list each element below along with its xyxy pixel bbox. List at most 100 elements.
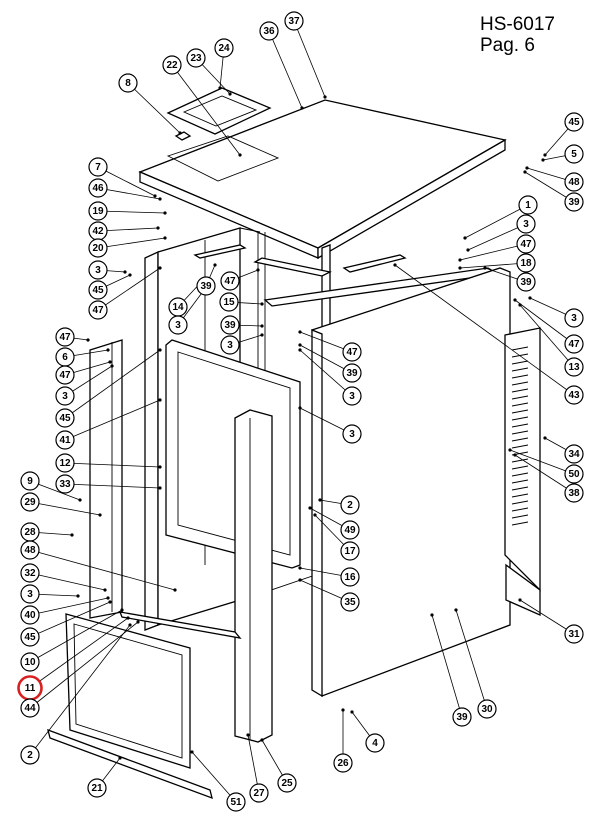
callout-circle — [564, 112, 584, 132]
callout-circle — [340, 520, 360, 540]
callout-9[interactable]: 9 — [20, 471, 40, 491]
callout-32[interactable]: 32 — [20, 563, 40, 583]
callout-number: 42 — [92, 226, 104, 237]
callout-10[interactable]: 10 — [20, 652, 40, 672]
callout-circle — [168, 315, 188, 335]
callout-47[interactable]: 47 — [55, 365, 75, 385]
callout-13[interactable]: 13 — [564, 357, 584, 377]
callout-31[interactable]: 31 — [564, 624, 584, 644]
hinge-strip — [89, 339, 123, 619]
callout-42[interactable]: 42 — [88, 221, 108, 241]
callout-4[interactable]: 4 — [365, 733, 385, 753]
callout-47[interactable]: 47 — [516, 234, 536, 254]
callout-3[interactable]: 3 — [168, 315, 188, 335]
callout-47[interactable]: 47 — [55, 327, 75, 347]
callout-7[interactable]: 7 — [88, 157, 108, 177]
callout-circle — [21, 679, 39, 697]
top-lid — [138, 99, 507, 260]
callout-26[interactable]: 26 — [333, 753, 353, 773]
callout-41[interactable]: 41 — [55, 430, 75, 450]
callout-24[interactable]: 24 — [214, 38, 234, 58]
callout-47[interactable]: 47 — [220, 271, 240, 291]
callout-45[interactable]: 45 — [55, 408, 75, 428]
callout-3[interactable]: 3 — [516, 214, 536, 234]
callout-20[interactable]: 20 — [88, 238, 108, 258]
callout-49[interactable]: 49 — [340, 520, 360, 540]
callout-39[interactable]: 39 — [452, 707, 472, 727]
callout-12[interactable]: 12 — [55, 453, 75, 473]
callout-29[interactable]: 29 — [20, 492, 40, 512]
callout-50[interactable]: 50 — [564, 464, 584, 484]
callout-48[interactable]: 48 — [564, 172, 584, 192]
callout-51[interactable]: 51 — [226, 792, 246, 812]
callout-45[interactable]: 45 — [20, 627, 40, 647]
callout-39[interactable]: 39 — [220, 315, 240, 335]
callout-circle — [20, 605, 40, 625]
callout-15[interactable]: 15 — [219, 292, 239, 312]
callout-45[interactable]: 45 — [88, 280, 108, 300]
callout-47[interactable]: 47 — [342, 342, 362, 362]
callout-22[interactable]: 22 — [162, 55, 182, 75]
callout-45[interactable]: 45 — [564, 112, 584, 132]
vent-slot — [511, 472, 529, 477]
callout-circle — [564, 144, 584, 164]
callout-40[interactable]: 40 — [20, 605, 40, 625]
callout-46[interactable]: 46 — [88, 178, 108, 198]
callout-33[interactable]: 33 — [55, 474, 75, 494]
callout-19[interactable]: 19 — [88, 201, 108, 221]
callout-39[interactable]: 39 — [342, 363, 362, 383]
vent-slot — [511, 346, 529, 351]
callout-16[interactable]: 16 — [340, 567, 360, 587]
callout-28[interactable]: 28 — [20, 522, 40, 542]
vent-slot — [511, 416, 529, 421]
callout-30[interactable]: 30 — [477, 699, 497, 719]
callout-25[interactable]: 25 — [277, 773, 297, 793]
callout-37[interactable]: 37 — [284, 11, 304, 31]
callout-3[interactable]: 3 — [88, 260, 108, 280]
callout-21[interactable]: 21 — [87, 778, 107, 798]
callout-18[interactable]: 18 — [516, 253, 536, 273]
callout-14[interactable]: 14 — [168, 297, 188, 317]
callout-38[interactable]: 38 — [564, 483, 584, 503]
callout-3[interactable]: 3 — [342, 424, 362, 444]
callout-2[interactable]: 2 — [340, 495, 360, 515]
callout-3[interactable]: 3 — [342, 386, 362, 406]
callout-1[interactable]: 1 — [518, 195, 538, 215]
callout-number: 37 — [288, 16, 300, 27]
vent-slot — [511, 458, 529, 463]
callout-44[interactable]: 44 — [20, 698, 40, 718]
callout-number: 50 — [568, 469, 580, 480]
callout-circle — [516, 234, 536, 254]
vent-slot — [511, 521, 529, 526]
leader-line — [514, 454, 575, 494]
callout-number: 41 — [59, 435, 71, 446]
callout-23[interactable]: 23 — [186, 48, 206, 68]
callout-circle — [88, 157, 108, 177]
callout-39[interactable]: 39 — [196, 276, 216, 296]
callout-5[interactable]: 5 — [564, 144, 584, 164]
callout-39[interactable]: 39 — [564, 192, 584, 212]
callout-36[interactable]: 36 — [259, 21, 279, 41]
callout-number: 7 — [95, 162, 101, 173]
vent-slot — [511, 423, 529, 428]
callout-43[interactable]: 43 — [564, 385, 584, 405]
callout-3[interactable]: 3 — [20, 584, 40, 604]
callout-circle — [220, 315, 240, 335]
callout-11-highlighted[interactable]: 11 — [17, 675, 43, 701]
callout-47[interactable]: 47 — [88, 300, 108, 320]
callout-circle — [340, 567, 360, 587]
callout-27[interactable]: 27 — [249, 783, 269, 803]
callout-34[interactable]: 34 — [564, 444, 584, 464]
callout-6[interactable]: 6 — [55, 347, 75, 367]
callout-3[interactable]: 3 — [220, 335, 240, 355]
callout-3[interactable]: 3 — [564, 308, 584, 328]
callout-35[interactable]: 35 — [340, 592, 360, 612]
callout-8[interactable]: 8 — [118, 73, 138, 93]
callout-17[interactable]: 17 — [340, 541, 360, 561]
callout-48[interactable]: 48 — [20, 540, 40, 560]
callout-3[interactable]: 3 — [55, 386, 75, 406]
callout-39[interactable]: 39 — [516, 272, 536, 292]
vent-slot — [511, 493, 529, 498]
callout-2[interactable]: 2 — [20, 745, 40, 765]
callout-47[interactable]: 47 — [564, 334, 584, 354]
